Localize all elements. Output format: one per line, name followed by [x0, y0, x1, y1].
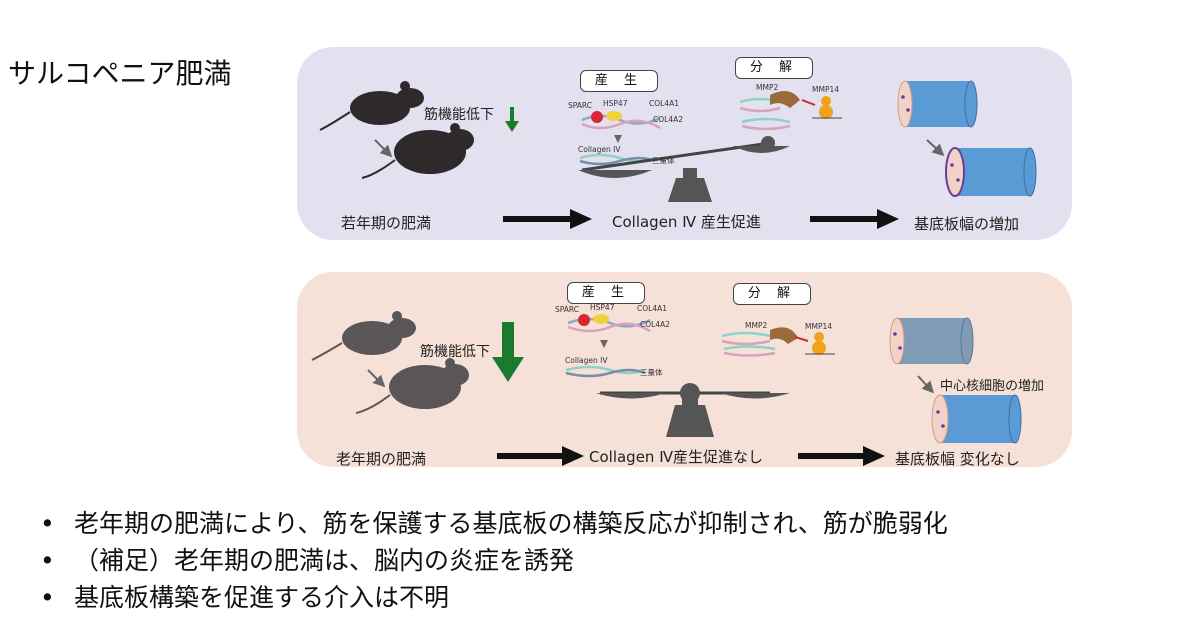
mmp14-label: MMP14	[805, 322, 833, 331]
bullet-item: •基底板構築を促進する介入は不明	[40, 583, 450, 612]
trimer-label: 三量体	[640, 368, 663, 377]
basal-lamina-nochange-label: 基底板幅 変化なし	[895, 450, 1020, 468]
degradation-box: 分 解	[733, 283, 811, 305]
mouse-icon	[311, 311, 416, 361]
bullet-item: •老年期の肥満により、筋を保護する基底板の構築反応が抑制され、筋が脆弱化	[40, 509, 948, 538]
mmp-degradation-icon	[721, 327, 835, 357]
sparc-label: SPARC	[568, 101, 593, 110]
col4a1-label: COL4A1	[637, 304, 667, 313]
basal-lamina-increase-label: 基底板幅の増加	[914, 215, 1020, 233]
flow-arrow-2	[798, 446, 885, 466]
muscle-fiber-icon	[897, 80, 978, 128]
collagen-production-label: Collagen Ⅳ 産生促進	[612, 213, 761, 231]
collagen-strands-icon	[565, 314, 651, 378]
decrease-arrow-icon	[492, 322, 524, 382]
mouse-transition-arrow	[367, 369, 386, 388]
production-box: 産 生	[580, 70, 658, 92]
mmp2-label: MMP2	[756, 83, 779, 92]
obese-mouse-icon	[361, 123, 474, 179]
flow-arrow-2	[810, 209, 899, 229]
obese-mouse-icon	[355, 358, 469, 414]
trimer-label: 三量体	[652, 156, 675, 165]
fiber-transition-arrow	[917, 375, 935, 394]
down-arrow-icon	[614, 135, 622, 143]
slide-title: サルコペニア肥満	[8, 57, 232, 90]
young-obesity-label: 若年期の肥満	[341, 214, 432, 232]
aged-obesity-label: 老年期の肥満	[336, 450, 427, 468]
hsp47-label: HSP47	[590, 303, 615, 312]
col4a2-label: COL4A2	[653, 115, 683, 124]
mouse-transition-arrow	[374, 139, 393, 158]
mmp-degradation-icon	[739, 91, 842, 131]
sparc-label: SPARC	[555, 305, 580, 314]
bullet-item: •（補足）老年期の肥満は、脳内の炎症を誘発	[40, 546, 575, 575]
hsp47-label: HSP47	[603, 99, 628, 108]
balance-scale-icon	[596, 383, 790, 437]
mouse-icon	[319, 81, 424, 131]
collagen-no-production-label: Collagen Ⅳ産生促進なし	[589, 448, 764, 466]
muscle-decline-label: 筋機能低下	[424, 107, 494, 123]
summary-bullets: •老年期の肥満により、筋を保護する基底板の構築反応が抑制され、筋が脆弱化 •（補…	[40, 505, 948, 616]
production-box: 産 生	[567, 282, 645, 304]
muscle-fiber-icon	[889, 317, 974, 365]
muscle-decline-label: 筋機能低下	[420, 344, 490, 360]
mmp14-label: MMP14	[812, 85, 840, 94]
collagen-iv-label: Collagen IV	[578, 145, 621, 154]
col4a1-label: COL4A1	[649, 99, 679, 108]
thickened-fiber-icon	[945, 147, 1037, 197]
down-arrow-icon	[600, 340, 608, 348]
central-nuclei-label: 中心核細胞の増加	[940, 379, 1045, 394]
central-nuclei-fiber-icon	[931, 394, 1022, 444]
mmp2-label: MMP2	[745, 321, 768, 330]
flow-arrow-1	[503, 209, 592, 229]
col4a2-label: COL4A2	[640, 320, 670, 329]
flow-arrow-1	[497, 446, 584, 466]
balance-scale-icon	[578, 136, 790, 202]
fiber-transition-arrow	[926, 139, 945, 157]
decrease-arrow-icon	[505, 107, 519, 132]
collagen-iv-label: Collagen IV	[565, 356, 608, 365]
degradation-box: 分 解	[735, 57, 813, 79]
